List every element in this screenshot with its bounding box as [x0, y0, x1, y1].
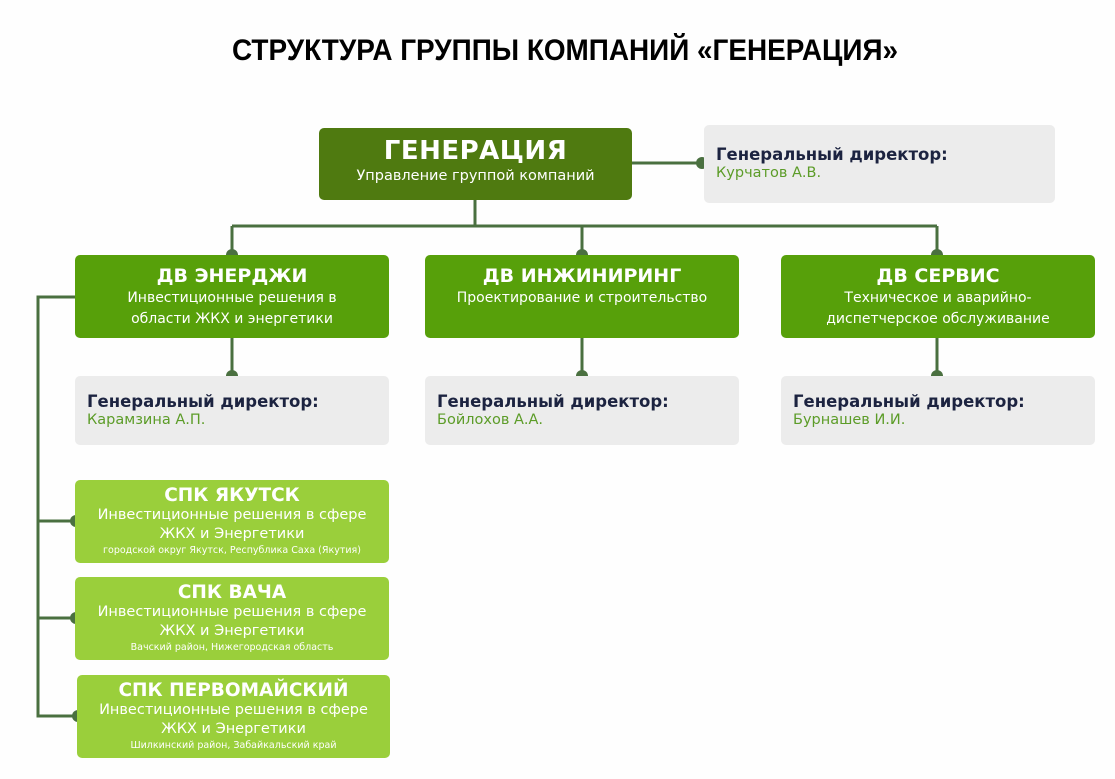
director-card-engineering: Генеральный директор: Бойлохов А.А.	[425, 376, 739, 445]
node-location: Шилкинский район, Забайкальский край	[130, 740, 337, 751]
node-title: ДВ ЭНЕРДЖИ	[156, 265, 308, 287]
node-description-line: ЖКХ и Энергетики	[161, 721, 306, 737]
node-spk-vacha: СПК ВАЧА Инвестиционные решения в сфере …	[75, 577, 389, 660]
node-description-line: ЖКХ и Энергетики	[159, 623, 305, 639]
node-location: городской округ Якутск, Республика Саха …	[103, 545, 361, 556]
node-description-line: Инвестиционные решения в сфере	[97, 507, 367, 523]
node-spk-yakutsk: СПК ЯКУТСК Инвестиционные решения в сфер…	[75, 480, 389, 563]
node-description-line: Проектирование и строительство	[456, 290, 708, 306]
node-generation: ГЕНЕРАЦИЯ Управление группой компаний	[319, 128, 632, 200]
director-label: Генеральный директор:	[437, 392, 669, 411]
director-card-generation: Генеральный директор: Курчатов А.В.	[704, 125, 1055, 203]
node-title: ГЕНЕРАЦИЯ	[383, 136, 568, 166]
node-title: ДВ ИНЖИНИРИНГ	[482, 265, 682, 287]
node-description-line: области ЖКХ и энергетики	[131, 311, 333, 327]
director-name: Бойлохов А.А.	[437, 412, 544, 428]
director-label: Генеральный директор:	[716, 145, 948, 164]
node-description: Управление группой компаний	[356, 168, 595, 184]
director-card-service: Генеральный директор: Бурнашев И.И.	[781, 376, 1095, 445]
node-dv-service: ДВ СЕРВИС Техническое и аварийно- диспет…	[781, 255, 1095, 338]
node-description-line: диспетчерское обслуживание	[826, 311, 1050, 327]
node-description-line: ЖКХ и Энергетики	[159, 526, 305, 542]
node-description-line: Инвестиционные решения в сфере	[97, 604, 367, 620]
node-location: Вачский район, Нижегородская область	[130, 642, 334, 653]
director-card-energy: Генеральный директор: Карамзина А.П.	[75, 376, 389, 445]
director-name: Курчатов А.В.	[716, 165, 822, 181]
node-dv-energy: ДВ ЭНЕРДЖИ Инвестиционные решения в обла…	[75, 255, 389, 338]
director-label: Генеральный директор:	[87, 392, 319, 411]
node-title: СПК ВАЧА	[177, 582, 287, 603]
director-label: Генеральный директор:	[793, 392, 1025, 411]
node-description-line: Техническое и аварийно-	[844, 290, 1032, 306]
director-name: Карамзина А.П.	[87, 412, 206, 428]
page-title: СТРУКТУРА ГРУППЫ КОМПАНИЙ «ГЕНЕРАЦИЯ»	[231, 34, 899, 67]
director-name: Бурнашев И.И.	[793, 412, 906, 428]
node-dv-engineering: ДВ ИНЖИНИРИНГ Проектирование и строитель…	[425, 255, 739, 338]
node-title: СПК ПЕРВОМАЙСКИЙ	[118, 680, 349, 701]
node-description-line: Инвестиционные решения в	[127, 290, 337, 306]
node-title: СПК ЯКУТСК	[164, 485, 300, 506]
node-spk-pervomaysky: СПК ПЕРВОМАЙСКИЙ Инвестиционные решения …	[77, 675, 390, 758]
node-title: ДВ СЕРВИС	[876, 265, 1000, 287]
connector-energy-subsidiaries	[36, 295, 77, 718]
node-description-line: Инвестиционные решения в сфере	[99, 702, 368, 718]
